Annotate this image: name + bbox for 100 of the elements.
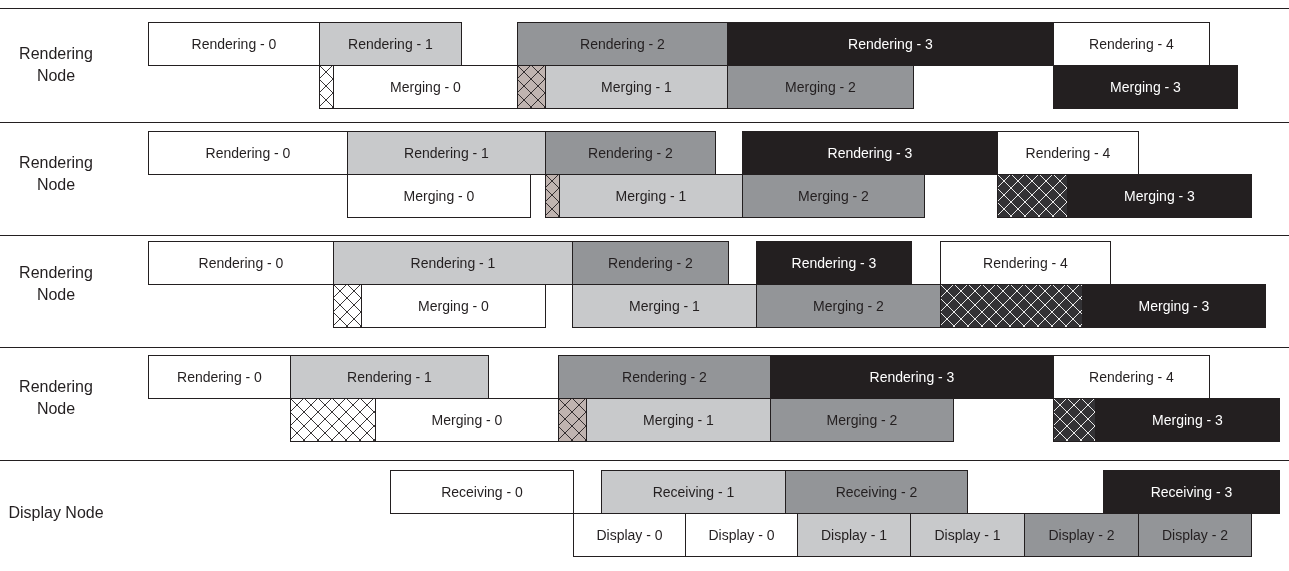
bar-label: Display - 2 [1048, 525, 1115, 545]
bar-label: Merging - 2 [785, 77, 856, 97]
task-bar [148, 131, 348, 175]
bar-label: Rendering - 4 [983, 253, 1068, 273]
bar-label: Rendering - 3 [791, 253, 877, 273]
task-bar [347, 131, 546, 175]
bar-label: Rendering - 1 [347, 367, 432, 387]
task-bar [1095, 398, 1280, 442]
task-bar [361, 284, 546, 328]
task-bar [770, 398, 954, 442]
task-bar [1082, 284, 1266, 328]
task-bar [333, 241, 573, 285]
bar-label: Rendering - 3 [869, 367, 955, 387]
bar-label: Rendering - 3 [848, 34, 933, 54]
bar-label: Merging - 1 [629, 296, 700, 316]
task-bar [148, 22, 320, 66]
task-bar [727, 65, 914, 109]
task-bar [1053, 22, 1210, 66]
bar-label: Merging - 0 [431, 410, 503, 430]
hatched-box [545, 174, 560, 218]
task-bar [1053, 65, 1238, 109]
task-bar [573, 513, 686, 557]
hatched-box [517, 65, 546, 109]
row-label: Rendering Node [18, 44, 94, 86]
row-label: Rendering Node [18, 263, 94, 305]
bar-label: Merging - 1 [643, 410, 714, 430]
bar-label: Merging - 3 [1138, 296, 1210, 316]
bar-label: Merging - 0 [403, 186, 475, 206]
bar-label: Display - 0 [708, 525, 775, 545]
bar-label: Merging - 0 [390, 77, 461, 97]
bar-label: Rendering - 1 [404, 143, 489, 163]
task-bar [997, 131, 1139, 175]
bar-label: Rendering - 0 [191, 34, 277, 54]
bar-label: Rendering - 1 [410, 253, 496, 273]
bar-label: Rendering - 2 [588, 143, 673, 163]
bar-label: Rendering - 0 [205, 143, 291, 163]
bar-label: Rendering - 3 [827, 143, 913, 163]
task-bar [910, 513, 1025, 557]
task-bar [797, 513, 911, 557]
task-bar [347, 174, 531, 218]
hatched-box [333, 284, 362, 328]
bar-label: Merging - 3 [1124, 186, 1195, 206]
task-bar [558, 355, 771, 399]
bar-label: Rendering - 4 [1025, 143, 1111, 163]
task-bar [586, 398, 771, 442]
hatched-box [558, 398, 587, 442]
task-bar [148, 355, 291, 399]
task-bar [727, 22, 1054, 66]
task-bar [1053, 355, 1210, 399]
hatched-box [997, 174, 1068, 218]
bar-label: Display - 1 [820, 525, 888, 545]
task-bar [1067, 174, 1252, 218]
task-bar [940, 241, 1111, 285]
task-bar [742, 131, 998, 175]
task-bar [517, 22, 728, 66]
task-bar [601, 470, 786, 514]
bar-label: Rendering - 0 [177, 367, 262, 387]
bar-label: Merging - 1 [601, 77, 672, 97]
task-bar [572, 241, 729, 285]
bar-label: Rendering - 2 [622, 367, 707, 387]
task-bar [785, 470, 968, 514]
bar-label: Receiving - 2 [835, 482, 918, 502]
bar-label: Merging - 3 [1152, 410, 1223, 430]
row-label: Rendering Node [18, 377, 94, 419]
bar-label: Merging - 2 [798, 186, 869, 206]
bar-label: Rendering - 4 [1089, 367, 1174, 387]
bar-label: Merging - 3 [1110, 77, 1181, 97]
task-bar [559, 174, 743, 218]
task-bar [770, 355, 1054, 399]
bar-label: Receiving - 1 [652, 482, 735, 502]
bar-label: Rendering - 0 [198, 253, 284, 273]
task-bar [545, 65, 728, 109]
task-bar [742, 174, 925, 218]
bar-label: Receiving - 3 [1150, 482, 1233, 502]
bar-label: Display - 0 [596, 525, 663, 545]
task-bar [333, 65, 518, 109]
task-bar [375, 398, 559, 442]
row-label: Rendering Node [18, 153, 94, 195]
row-label: Display Node [7, 503, 105, 523]
bar-label: Merging - 0 [418, 296, 489, 316]
bar-label: Receiving - 0 [441, 482, 523, 502]
task-bar [1024, 513, 1139, 557]
task-bar [390, 470, 574, 514]
bar-label: Display - 1 [934, 525, 1001, 545]
bar-label: Rendering - 2 [608, 253, 693, 273]
task-bar [1103, 470, 1280, 514]
task-bar [572, 284, 757, 328]
bar-label: Display - 2 [1161, 525, 1229, 545]
hatched-box [319, 65, 334, 109]
task-bar [319, 22, 462, 66]
hatched-box [290, 398, 376, 442]
task-bar [545, 131, 716, 175]
bar-label: Rendering - 4 [1089, 34, 1174, 54]
hatched-box [1053, 398, 1096, 442]
bar-label: Rendering - 2 [580, 34, 665, 54]
task-bar [290, 355, 489, 399]
task-bar [756, 284, 941, 328]
bar-label: Merging - 1 [615, 186, 687, 206]
bar-label: Merging - 2 [813, 296, 884, 316]
task-bar [1138, 513, 1252, 557]
